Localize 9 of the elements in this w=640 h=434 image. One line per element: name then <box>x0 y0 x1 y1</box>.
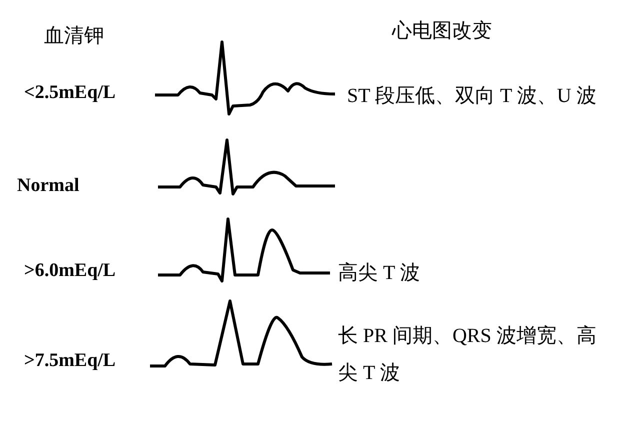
ecg-change-text: 长 PR 间期、QRS 波增宽、高尖 T 波 <box>338 324 598 386</box>
potassium-level-label: >6.0mEq/L <box>24 259 116 283</box>
potassium-level-label: <2.5mEq/L <box>24 81 116 105</box>
potassium-level-label: Normal <box>17 174 80 198</box>
ecg-change-text: 高尖 T 波 <box>338 261 420 286</box>
ecg-change-text: ST 段压低、双向 T 波、U 波 <box>347 84 596 109</box>
column-header: 血清钾 <box>44 24 104 49</box>
column-header: 心电图改变 <box>392 19 492 44</box>
potassium-level-label: >7.5mEq/L <box>24 349 116 373</box>
